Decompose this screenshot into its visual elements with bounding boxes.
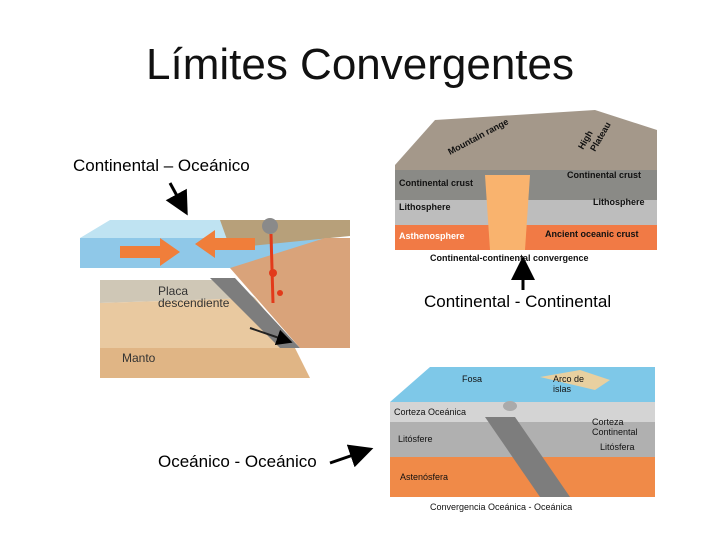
label-continental-continental: Continental - Continental — [424, 292, 612, 311]
cont-cont-caption: Continental-continental convergence — [430, 253, 589, 263]
oceanic-oceanic-diagram: Fosa Arco de islas Corteza Oceánica Litó… — [390, 367, 655, 512]
ancient-crust-label: Ancient oceanic crust — [545, 229, 639, 239]
plate-label-line1: Placa — [158, 284, 188, 298]
island-arc-label-1: Arco de — [553, 374, 584, 384]
continental-continental-diagram: Mountain range High Plateau Continental … — [395, 110, 657, 263]
continental-crust-label-1: Corteza — [592, 417, 624, 427]
lithosphere-left-label: Lithosphere — [399, 202, 451, 212]
oce-oce-caption: Convergencia Oceánica - Oceánica — [430, 502, 572, 512]
trench-label: Fosa — [462, 374, 482, 384]
lithosphere-right-label: Lithosphere — [593, 197, 645, 207]
label-oceanic-oceanic: Oceánico - Oceánico — [158, 452, 317, 471]
arrow-to-continental-oceanic — [165, 182, 188, 216]
island-arc-label-2: islas — [553, 384, 572, 394]
continental-crust-left-label: Continental crust — [399, 178, 473, 188]
plate-label-line2: descendiente — [158, 296, 230, 310]
asthenosphere-label: Asthenosphere — [399, 231, 465, 241]
arrow-to-oceanic-oceanic — [329, 444, 374, 468]
lithosphere-right-label: Litósfera — [600, 442, 635, 452]
continental-oceanic-diagram: Placa descendiente Manto — [80, 218, 350, 378]
asthenosphere-label: Astenósfera — [400, 472, 448, 482]
continental-crust-right-label: Continental crust — [567, 170, 641, 180]
continental-crust-label-2: Continental — [592, 427, 638, 437]
oceanic-crust-label: Corteza Oceánica — [394, 407, 466, 417]
mantle-label: Manto — [122, 351, 156, 365]
lithosphere-left-label: Litósfere — [398, 434, 433, 444]
slide-title: Límites Convergentes — [146, 40, 574, 89]
label-continental-oceanic: Continental – Oceánico — [73, 156, 250, 175]
